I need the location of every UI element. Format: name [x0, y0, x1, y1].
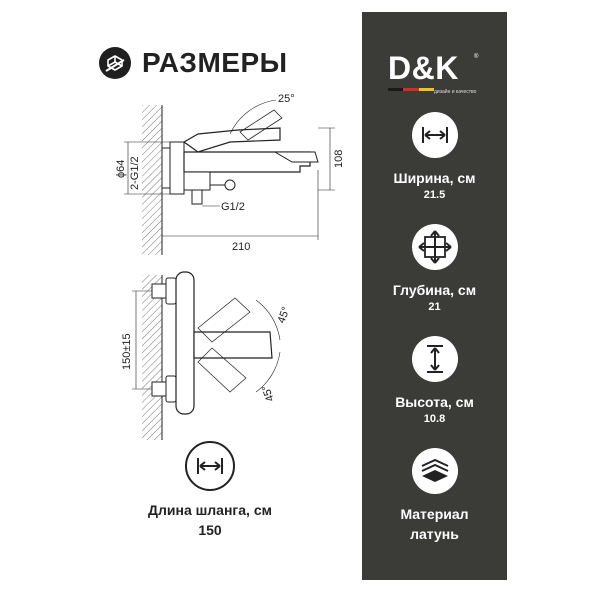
distance-dim-label: 150±15: [121, 333, 133, 370]
spec-material-label: Материал: [400, 506, 469, 522]
stripe-yellow: [418, 88, 434, 91]
wall-hatch-top: [142, 275, 162, 440]
handle-rotated-down: [197, 347, 247, 393]
handle-rotated-up: [197, 297, 251, 343]
lever-tilted-outline: [239, 109, 283, 141]
spec-material: Материал латунь: [362, 446, 507, 542]
depth-arrows-icon: [411, 224, 458, 270]
bottom-outlet: [191, 189, 203, 205]
hose-length-value: 150: [198, 522, 222, 538]
width-arrows-icon: [185, 441, 235, 491]
flange: [169, 141, 185, 195]
spec-depth-value: 21: [428, 301, 441, 313]
left-column: РАЗМЕРЫ: [80, 40, 350, 580]
connector: [161, 147, 171, 189]
handle-top: [193, 331, 273, 359]
brand-tagline: дизайн и качество: [434, 89, 477, 95]
stripe-black: [388, 88, 404, 91]
hose-length-block: Длина шланга, см 150: [80, 440, 340, 538]
stripe-red: [403, 88, 419, 91]
eccentric-top: [151, 283, 167, 299]
spec-depth: Глубина, см 21: [362, 222, 507, 313]
spec-width-label: Ширина, см: [393, 170, 476, 186]
lower-body: [183, 171, 211, 191]
wall-hatch: [142, 105, 162, 255]
spec-material-value: латунь: [410, 526, 459, 542]
width-dim-label: 210: [232, 241, 250, 253]
mixer-body-top: [175, 271, 195, 415]
spec-depth-label: Глубина, см: [392, 282, 477, 298]
brand-registered-mark: ®: [474, 54, 479, 60]
spec-height-value: 10.8: [423, 413, 446, 425]
brand-stripe: [388, 88, 434, 91]
eccentric-bottom: [151, 381, 167, 397]
spec-height-label: Высота, см: [395, 394, 474, 410]
thread-side-dim-label: 2-G1/2: [129, 156, 141, 190]
width-arrows-icon: [411, 112, 458, 158]
spec-panel: D&K ® дизайн и качество Ширина, см 21.5: [362, 12, 507, 580]
diameter-dim-label: ϕ64: [115, 160, 127, 178]
height-dim-label: 108: [333, 150, 345, 168]
spec-height: Высота, см 10.8: [362, 334, 507, 425]
brand-logo: D&K ® дизайн и качество: [388, 50, 488, 95]
spec-width: Ширина, см 21.5: [362, 110, 507, 201]
page-title: РАЗМЕРЫ: [142, 47, 288, 78]
thread-bottom-dim-label: G1/2: [221, 201, 245, 213]
angle-lower-label: 45°: [260, 383, 277, 403]
height-arrows-icon: [411, 336, 458, 382]
section-header: РАЗМЕРЫ: [98, 46, 288, 80]
side-view: 25° 108 ϕ64 2-G1/2 G1/2 210: [115, 93, 345, 255]
diverter-knob: [224, 179, 236, 191]
measure-box-icon: [99, 47, 131, 79]
spout: [273, 151, 319, 163]
material-layers-icon: [411, 448, 458, 494]
angle-upper-label: 45°: [276, 305, 293, 325]
angle-top-label: 25°: [278, 93, 295, 105]
spec-width-value: 21.5: [423, 189, 446, 201]
top-view: 45° 45° 150±15: [121, 271, 293, 440]
hose-length-label: Длина шланга, см: [148, 502, 272, 518]
technical-drawing: 25° 108 ϕ64 2-G1/2 G1/2 210: [115, 93, 345, 440]
mixer-lever: [182, 127, 281, 153]
brand-name: D&K: [388, 50, 459, 86]
